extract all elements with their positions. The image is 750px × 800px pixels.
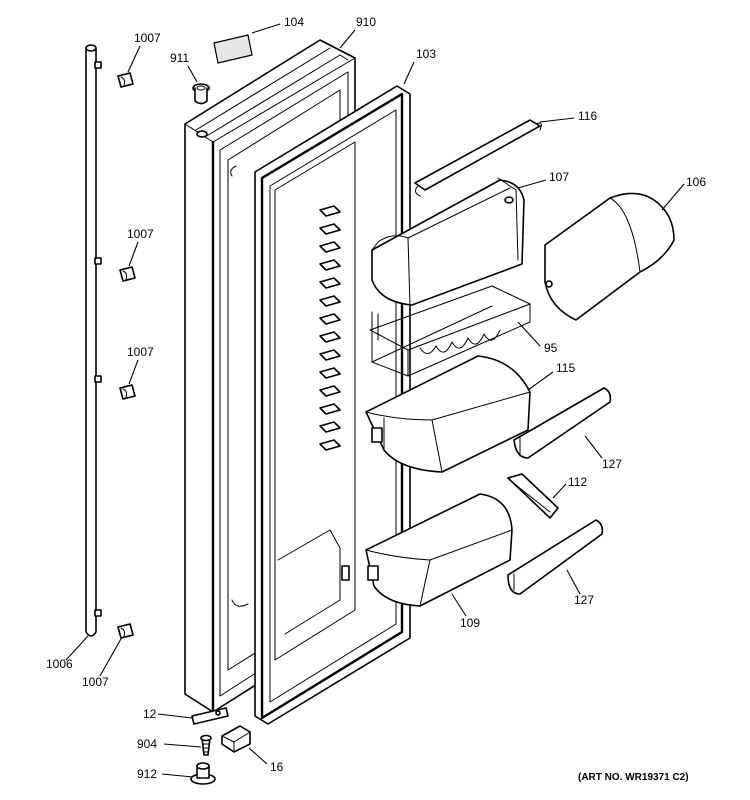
- label-1006: 1006: [46, 657, 73, 671]
- dairy-bin-107: [371, 177, 525, 307]
- label-104: 104: [284, 15, 304, 29]
- part-number-labels: 104 910 1007 911 103 116 107 106 1007 10…: [46, 15, 706, 781]
- label-106: 106: [686, 175, 706, 189]
- art-number: (ART NO. WR19371 C2): [578, 772, 689, 783]
- label-95: 95: [544, 341, 558, 355]
- label-16: 16: [270, 760, 284, 774]
- label-112: 112: [568, 475, 587, 489]
- door-bin-109: [365, 493, 513, 607]
- liner-shelf-rails: [319, 205, 341, 451]
- label-103: 103: [416, 47, 436, 61]
- hinge-rod-1006: [85, 44, 102, 637]
- hinge-clip-1007-top: [117, 72, 134, 88]
- label-116: 116: [578, 109, 597, 123]
- trim-cap-104: [213, 34, 253, 64]
- hinge-clip-1007-lower: [119, 384, 136, 400]
- label-910: 910: [356, 15, 376, 29]
- leader-lines: [65, 23, 685, 778]
- hinge-clip-1007-bottom: [117, 623, 134, 639]
- label-107: 107: [549, 170, 569, 184]
- bin-trim-127-lower: [507, 519, 604, 595]
- label-1007-lower: 1007: [127, 345, 154, 359]
- wire-rack-95: [369, 285, 531, 377]
- bushing-911: [192, 83, 210, 105]
- screw-904: [200, 734, 212, 756]
- door-bin-115: [365, 355, 531, 473]
- bracket-112: [507, 473, 559, 519]
- label-904: 904: [137, 737, 157, 751]
- label-911: 911: [170, 51, 189, 65]
- hinge-plate-12: [191, 707, 229, 725]
- label-1007-upper: 1007: [127, 227, 154, 241]
- shelf-cover-116: [414, 119, 542, 197]
- label-109: 109: [460, 616, 480, 630]
- label-1007-bottom: 1007: [82, 675, 109, 689]
- label-127-upper: 127: [602, 457, 622, 471]
- label-127-lower: 127: [574, 593, 594, 607]
- bushing-912: [190, 762, 216, 785]
- label-12: 12: [143, 707, 157, 721]
- label-1007-top: 1007: [134, 31, 161, 45]
- hinge-cover-16: [221, 725, 251, 753]
- label-912: 912: [137, 767, 157, 781]
- bin-trim-127-upper: [513, 387, 612, 459]
- bin-cover-106: [544, 192, 675, 321]
- hinge-clip-1007-upper: [119, 266, 136, 282]
- label-115: 115: [556, 361, 575, 375]
